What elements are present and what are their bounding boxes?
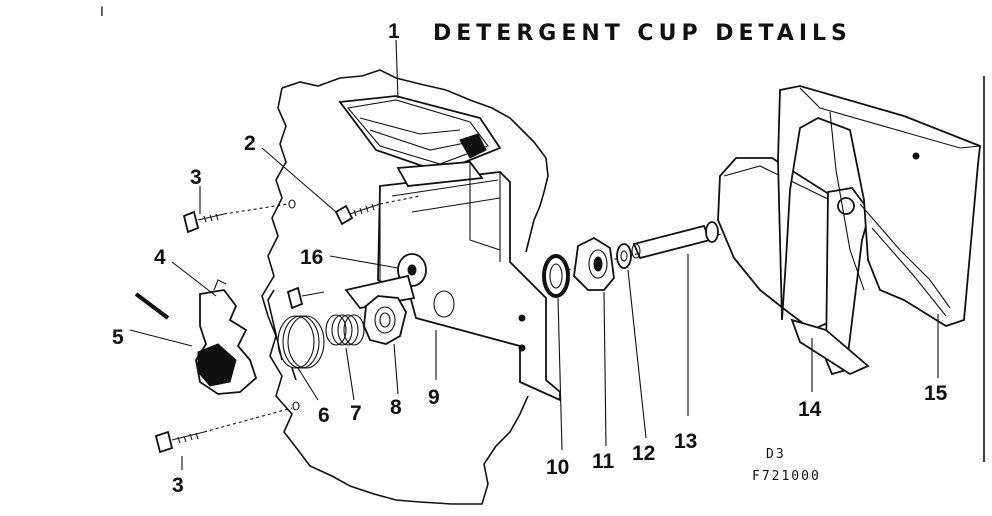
latch [195, 279, 258, 395]
panel-hole-lower [292, 401, 300, 411]
leader-lines [129, 39, 939, 470]
callout-4: 4 [154, 246, 166, 269]
callout-3-upper: 3 [190, 166, 202, 189]
callout-8: 8 [390, 396, 402, 419]
callout-1: 1 [388, 20, 400, 43]
washer [616, 243, 632, 269]
callout-9: 9 [428, 386, 440, 409]
screw-3-upper [182, 210, 225, 234]
door-panel-outline [261, 69, 549, 505]
callout-2: 2 [244, 132, 256, 155]
screw-3-lower [154, 430, 205, 454]
screw-3-lower-dashed-path [203, 407, 293, 433]
seal-ring [542, 254, 570, 298]
callout-10: 10 [546, 456, 569, 479]
hex-nut [363, 295, 407, 345]
screw-2-dashed-path [379, 195, 421, 205]
detergent-cup-body [338, 95, 502, 173]
screw-side [286, 286, 325, 310]
panel-hole-upper [288, 199, 296, 209]
callout-3-lower: 3 [172, 474, 184, 497]
screw-2 [334, 203, 381, 226]
callout-13: 13 [674, 430, 697, 453]
torsion-spring [267, 289, 325, 381]
cup-lid [717, 157, 871, 376]
callout-12: 12 [632, 442, 655, 465]
callout-7: 7 [350, 402, 362, 425]
compression-spring [325, 314, 365, 346]
callout-14: 14 [798, 398, 822, 421]
pin [134, 292, 170, 320]
callout-16: 16 [300, 246, 323, 269]
stray-mark: I [100, 3, 104, 19]
callout-15: 15 [924, 382, 948, 405]
drawing-number: F721000 [752, 469, 821, 484]
drawing-id: D3 [766, 447, 786, 462]
shaft [631, 221, 719, 260]
mounting-plate [377, 161, 561, 402]
callout-6: 6 [318, 404, 330, 427]
callout-11: 11 [592, 450, 615, 473]
hex-bushing [573, 236, 615, 291]
callout-5: 5 [112, 326, 124, 349]
outer-cover [777, 85, 981, 327]
diagram-title: DETERGENT CUP DETAILS [433, 21, 852, 46]
screw-3-upper-dashed-path [223, 203, 289, 215]
